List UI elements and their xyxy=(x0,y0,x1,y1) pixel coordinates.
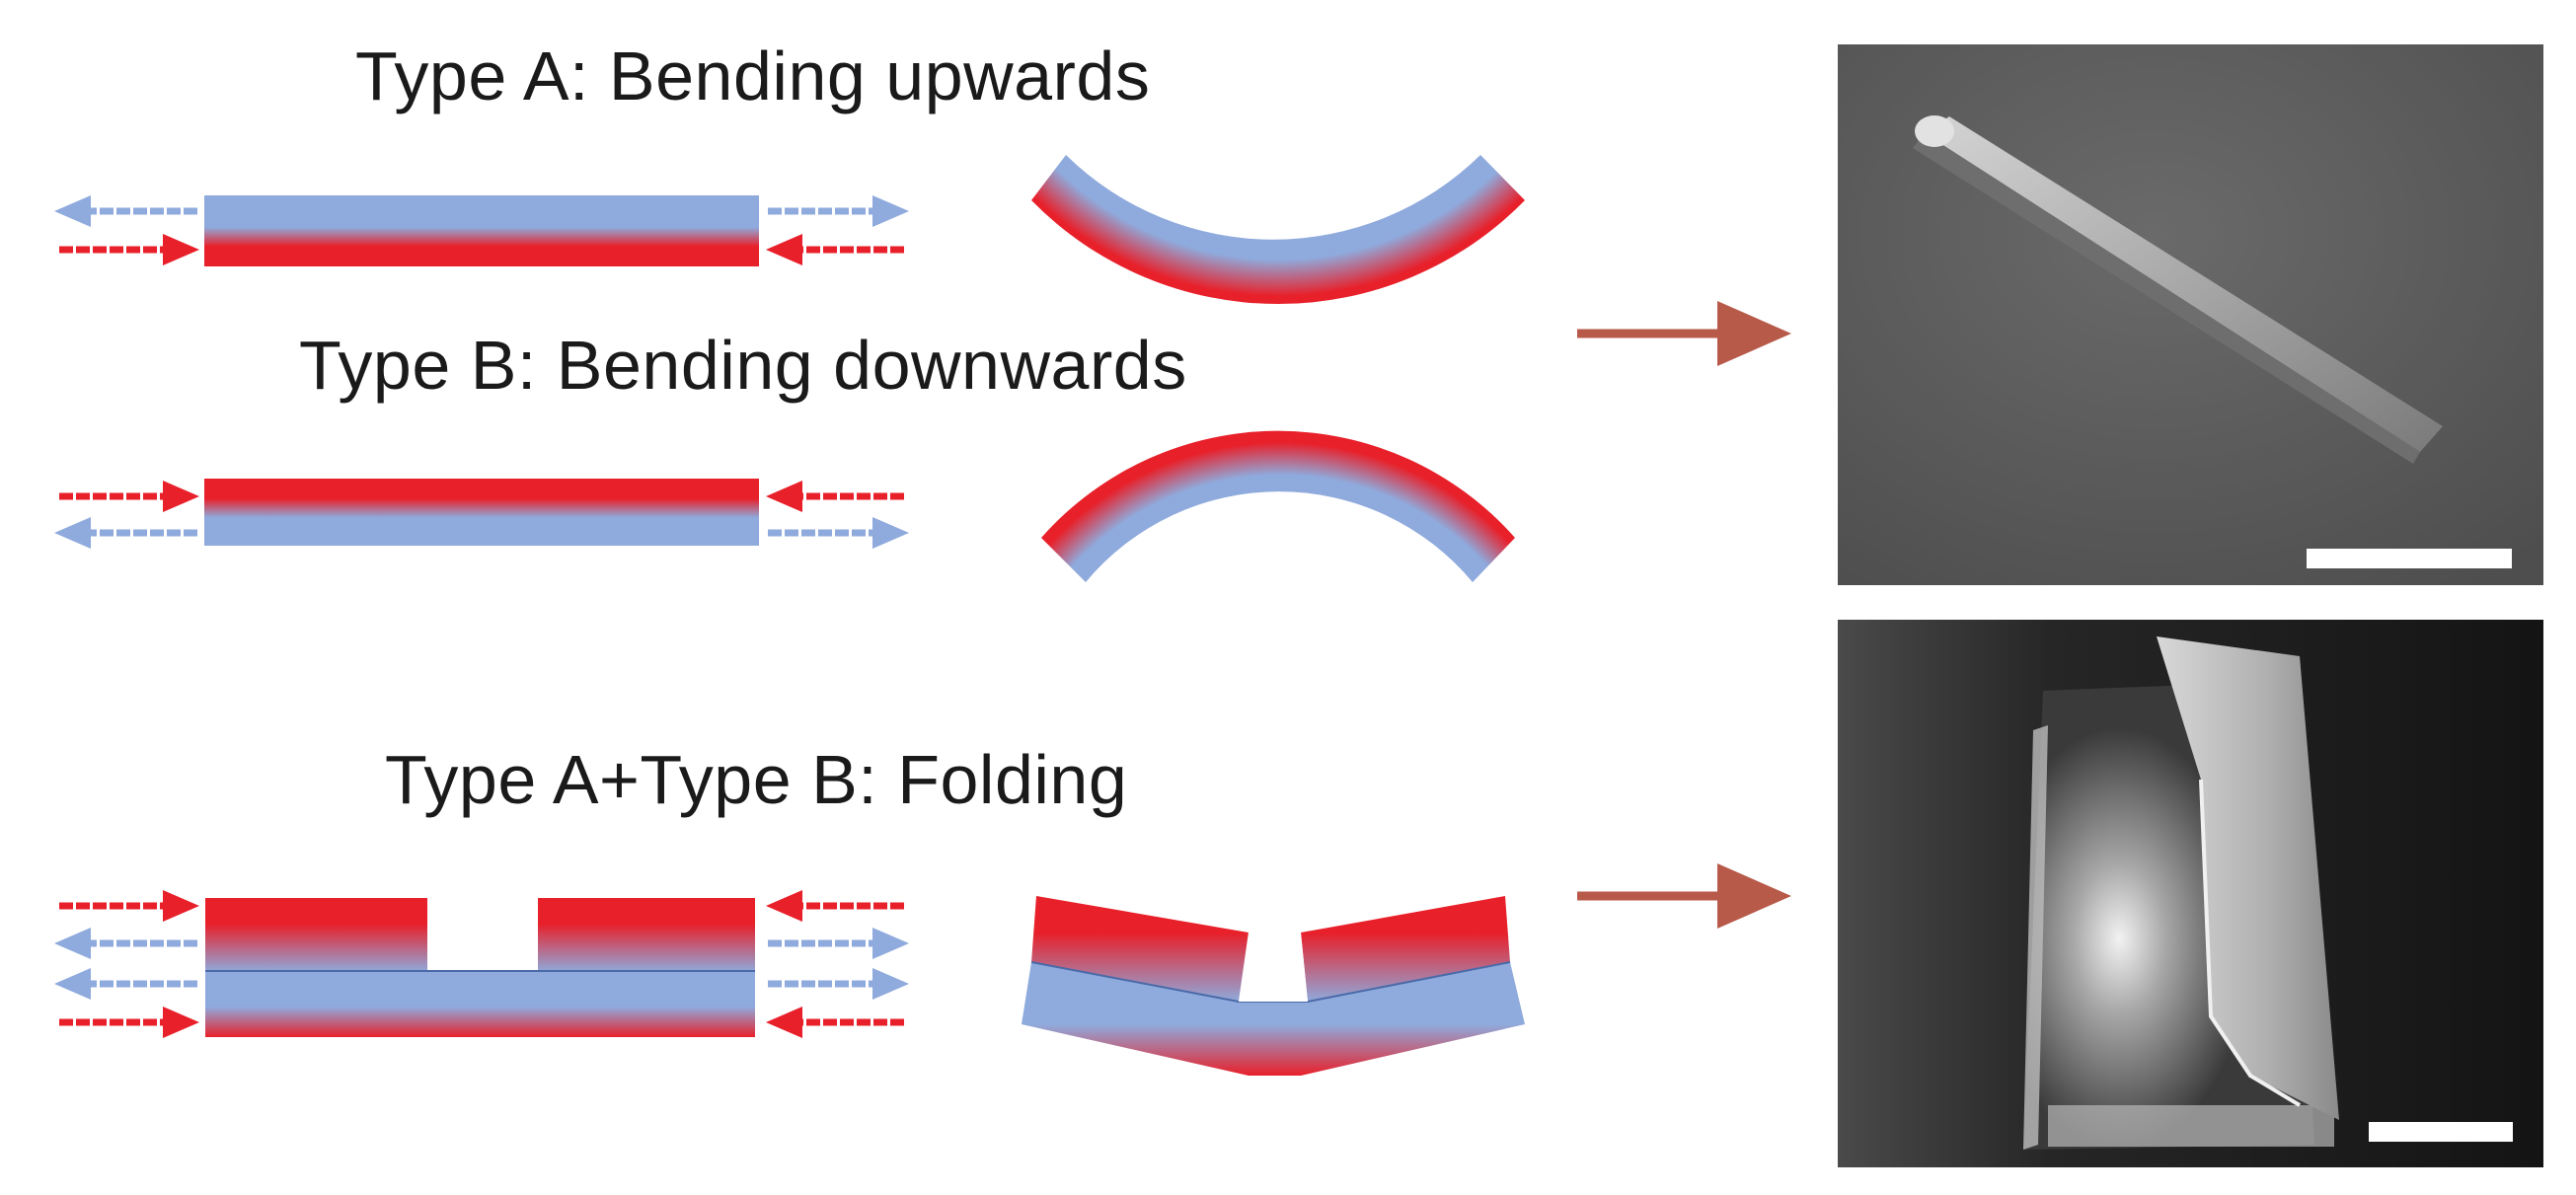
right-arrow-icon xyxy=(1577,863,1791,929)
arrow-icon xyxy=(54,195,197,227)
right-arrow-icon xyxy=(1577,301,1791,366)
type-ab-title: Type A+Type B: Folding xyxy=(385,741,1128,818)
arrow-icon xyxy=(768,968,909,1000)
arrow-icon xyxy=(54,928,197,959)
arrow-icon xyxy=(59,234,199,265)
fold-bottom-layer xyxy=(205,970,755,1037)
arrow-icon xyxy=(54,517,197,549)
type-a-flat-bilayer xyxy=(54,195,909,266)
arrow-icon xyxy=(59,890,199,922)
arrow-icon xyxy=(768,195,909,227)
sem-image-rod xyxy=(1838,44,2543,585)
fold-top-right-segment xyxy=(538,898,755,972)
arrow-icon xyxy=(54,968,197,1000)
type-a-bar xyxy=(204,195,759,266)
scale-bar xyxy=(2369,1122,2513,1142)
type-b-bar xyxy=(204,479,759,546)
type-b-bent-bilayer xyxy=(1041,430,1515,582)
type-ab-flat-structure xyxy=(54,890,909,1038)
scale-bar xyxy=(2307,549,2512,568)
fold-top-left-segment xyxy=(205,898,427,972)
arrow-icon xyxy=(768,517,909,549)
arrow-icon xyxy=(766,890,904,922)
type-b-flat-bilayer xyxy=(54,479,909,549)
arrow-icon xyxy=(766,234,904,265)
arrow-icon xyxy=(59,481,199,512)
arrow-icon xyxy=(766,1007,904,1038)
type-ab-folded-structure xyxy=(1022,896,1525,1076)
type-a-title: Type A: Bending upwards xyxy=(355,37,1151,114)
arrow-icon xyxy=(59,1007,199,1038)
arrow-icon xyxy=(766,481,904,512)
type-b-title: Type B: Bending downwards xyxy=(299,327,1187,404)
arrow-icon xyxy=(768,928,909,959)
type-a-bent-bilayer xyxy=(1031,155,1525,305)
sem-image-folded xyxy=(1838,620,2543,1167)
